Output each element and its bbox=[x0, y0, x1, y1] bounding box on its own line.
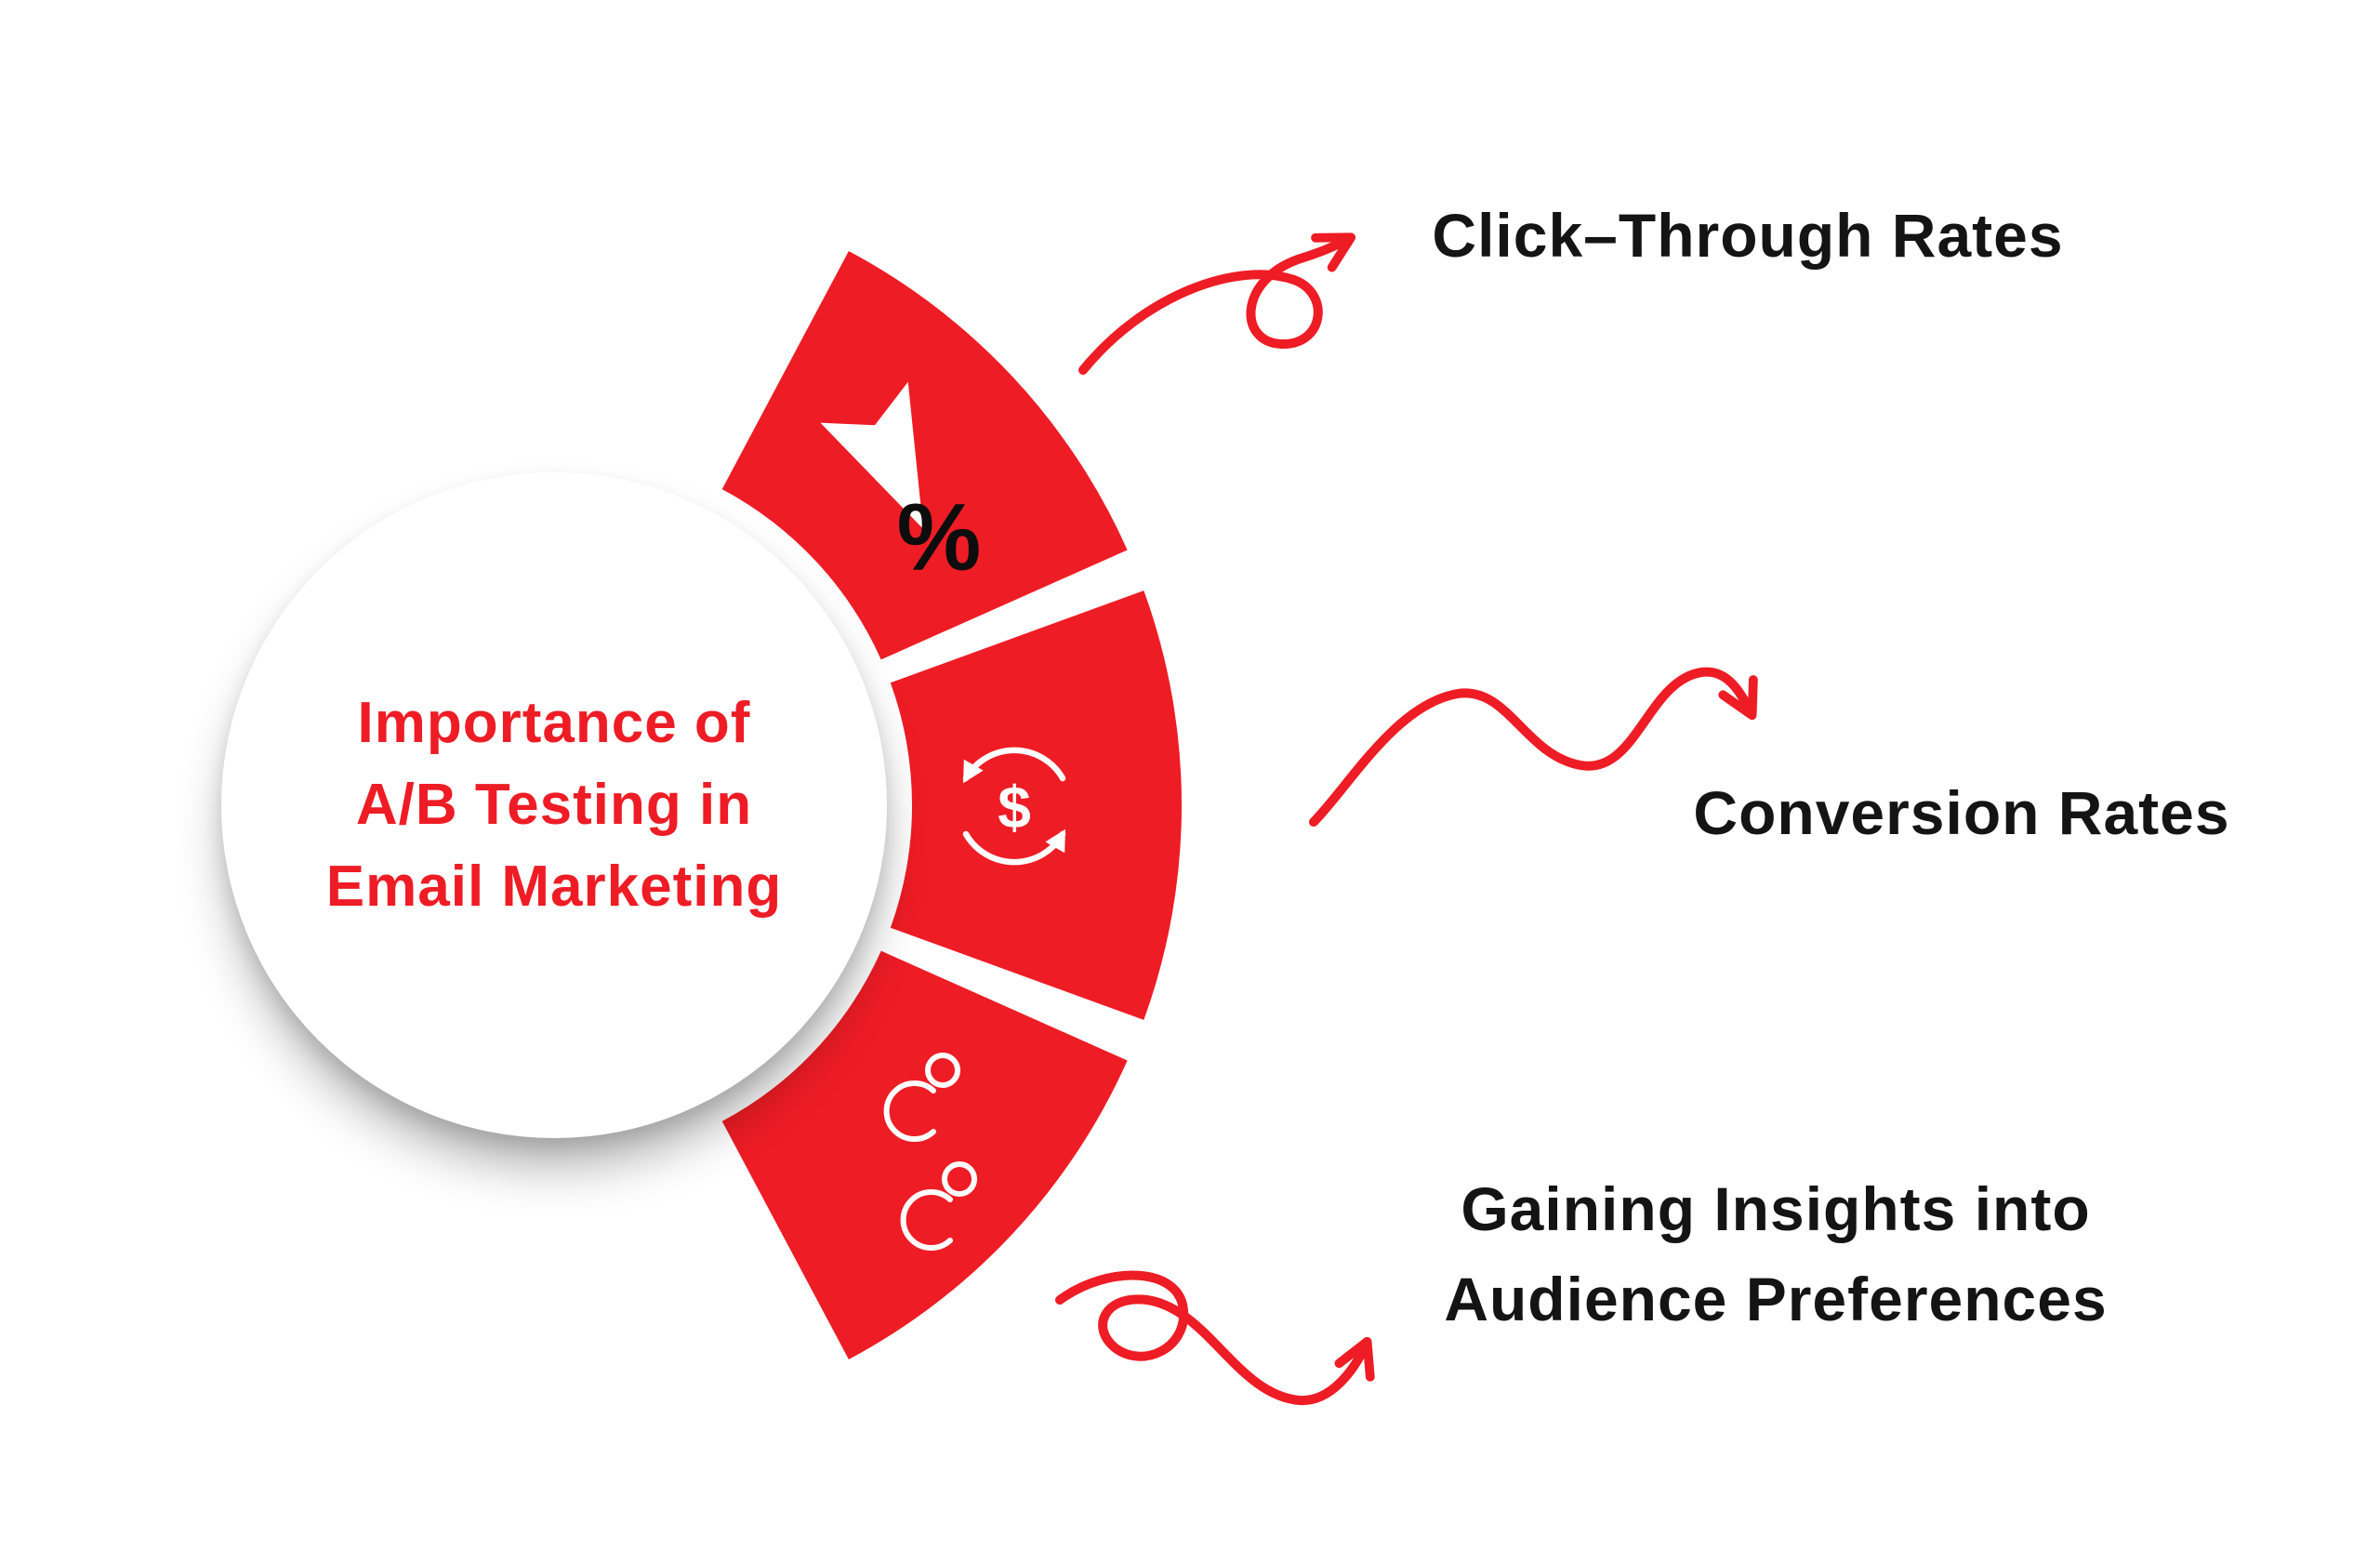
arrow-insights bbox=[1055, 1270, 1375, 1406]
arc-segment-insights bbox=[721, 950, 1128, 1359]
label-conversion-rates: Conversion Rates bbox=[1693, 778, 2230, 847]
center-title-line-2: A/B Testing in bbox=[355, 773, 753, 837]
center-title: Importance of A/B Testing in Email Marke… bbox=[326, 683, 782, 928]
label-click-through-rates: Click–Through Rates bbox=[1432, 201, 2064, 270]
center-title-line-1: Importance of bbox=[357, 691, 751, 755]
dollar-symbol: $ bbox=[998, 774, 1031, 841]
person-icon bbox=[900, 1161, 977, 1251]
person-icon bbox=[883, 1053, 960, 1142]
arc-segment-conversion bbox=[890, 590, 1183, 1020]
arc-segment-click-through bbox=[721, 251, 1128, 660]
arc-ring bbox=[721, 251, 1183, 1359]
label-audience-insights-line-2: Audience Preferences bbox=[1444, 1265, 2108, 1333]
cursor-icon bbox=[820, 381, 923, 529]
connector-arrows bbox=[1055, 232, 1758, 1406]
center-circle: Importance of A/B Testing in Email Marke… bbox=[221, 472, 887, 1138]
percent-symbol: % bbox=[896, 484, 982, 590]
arrow-conversion bbox=[1309, 667, 1758, 827]
label-audience-insights-line-1: Gaining Insights into bbox=[1461, 1174, 2091, 1243]
arrow-click-through bbox=[1078, 232, 1356, 375]
center-title-line-3: Email Marketing bbox=[325, 855, 783, 919]
label-audience-insights: Gaining Insights into Audience Preferenc… bbox=[1320, 1164, 2231, 1345]
audience-icon bbox=[883, 1053, 977, 1251]
dollar-cycle-icon bbox=[962, 747, 1066, 866]
